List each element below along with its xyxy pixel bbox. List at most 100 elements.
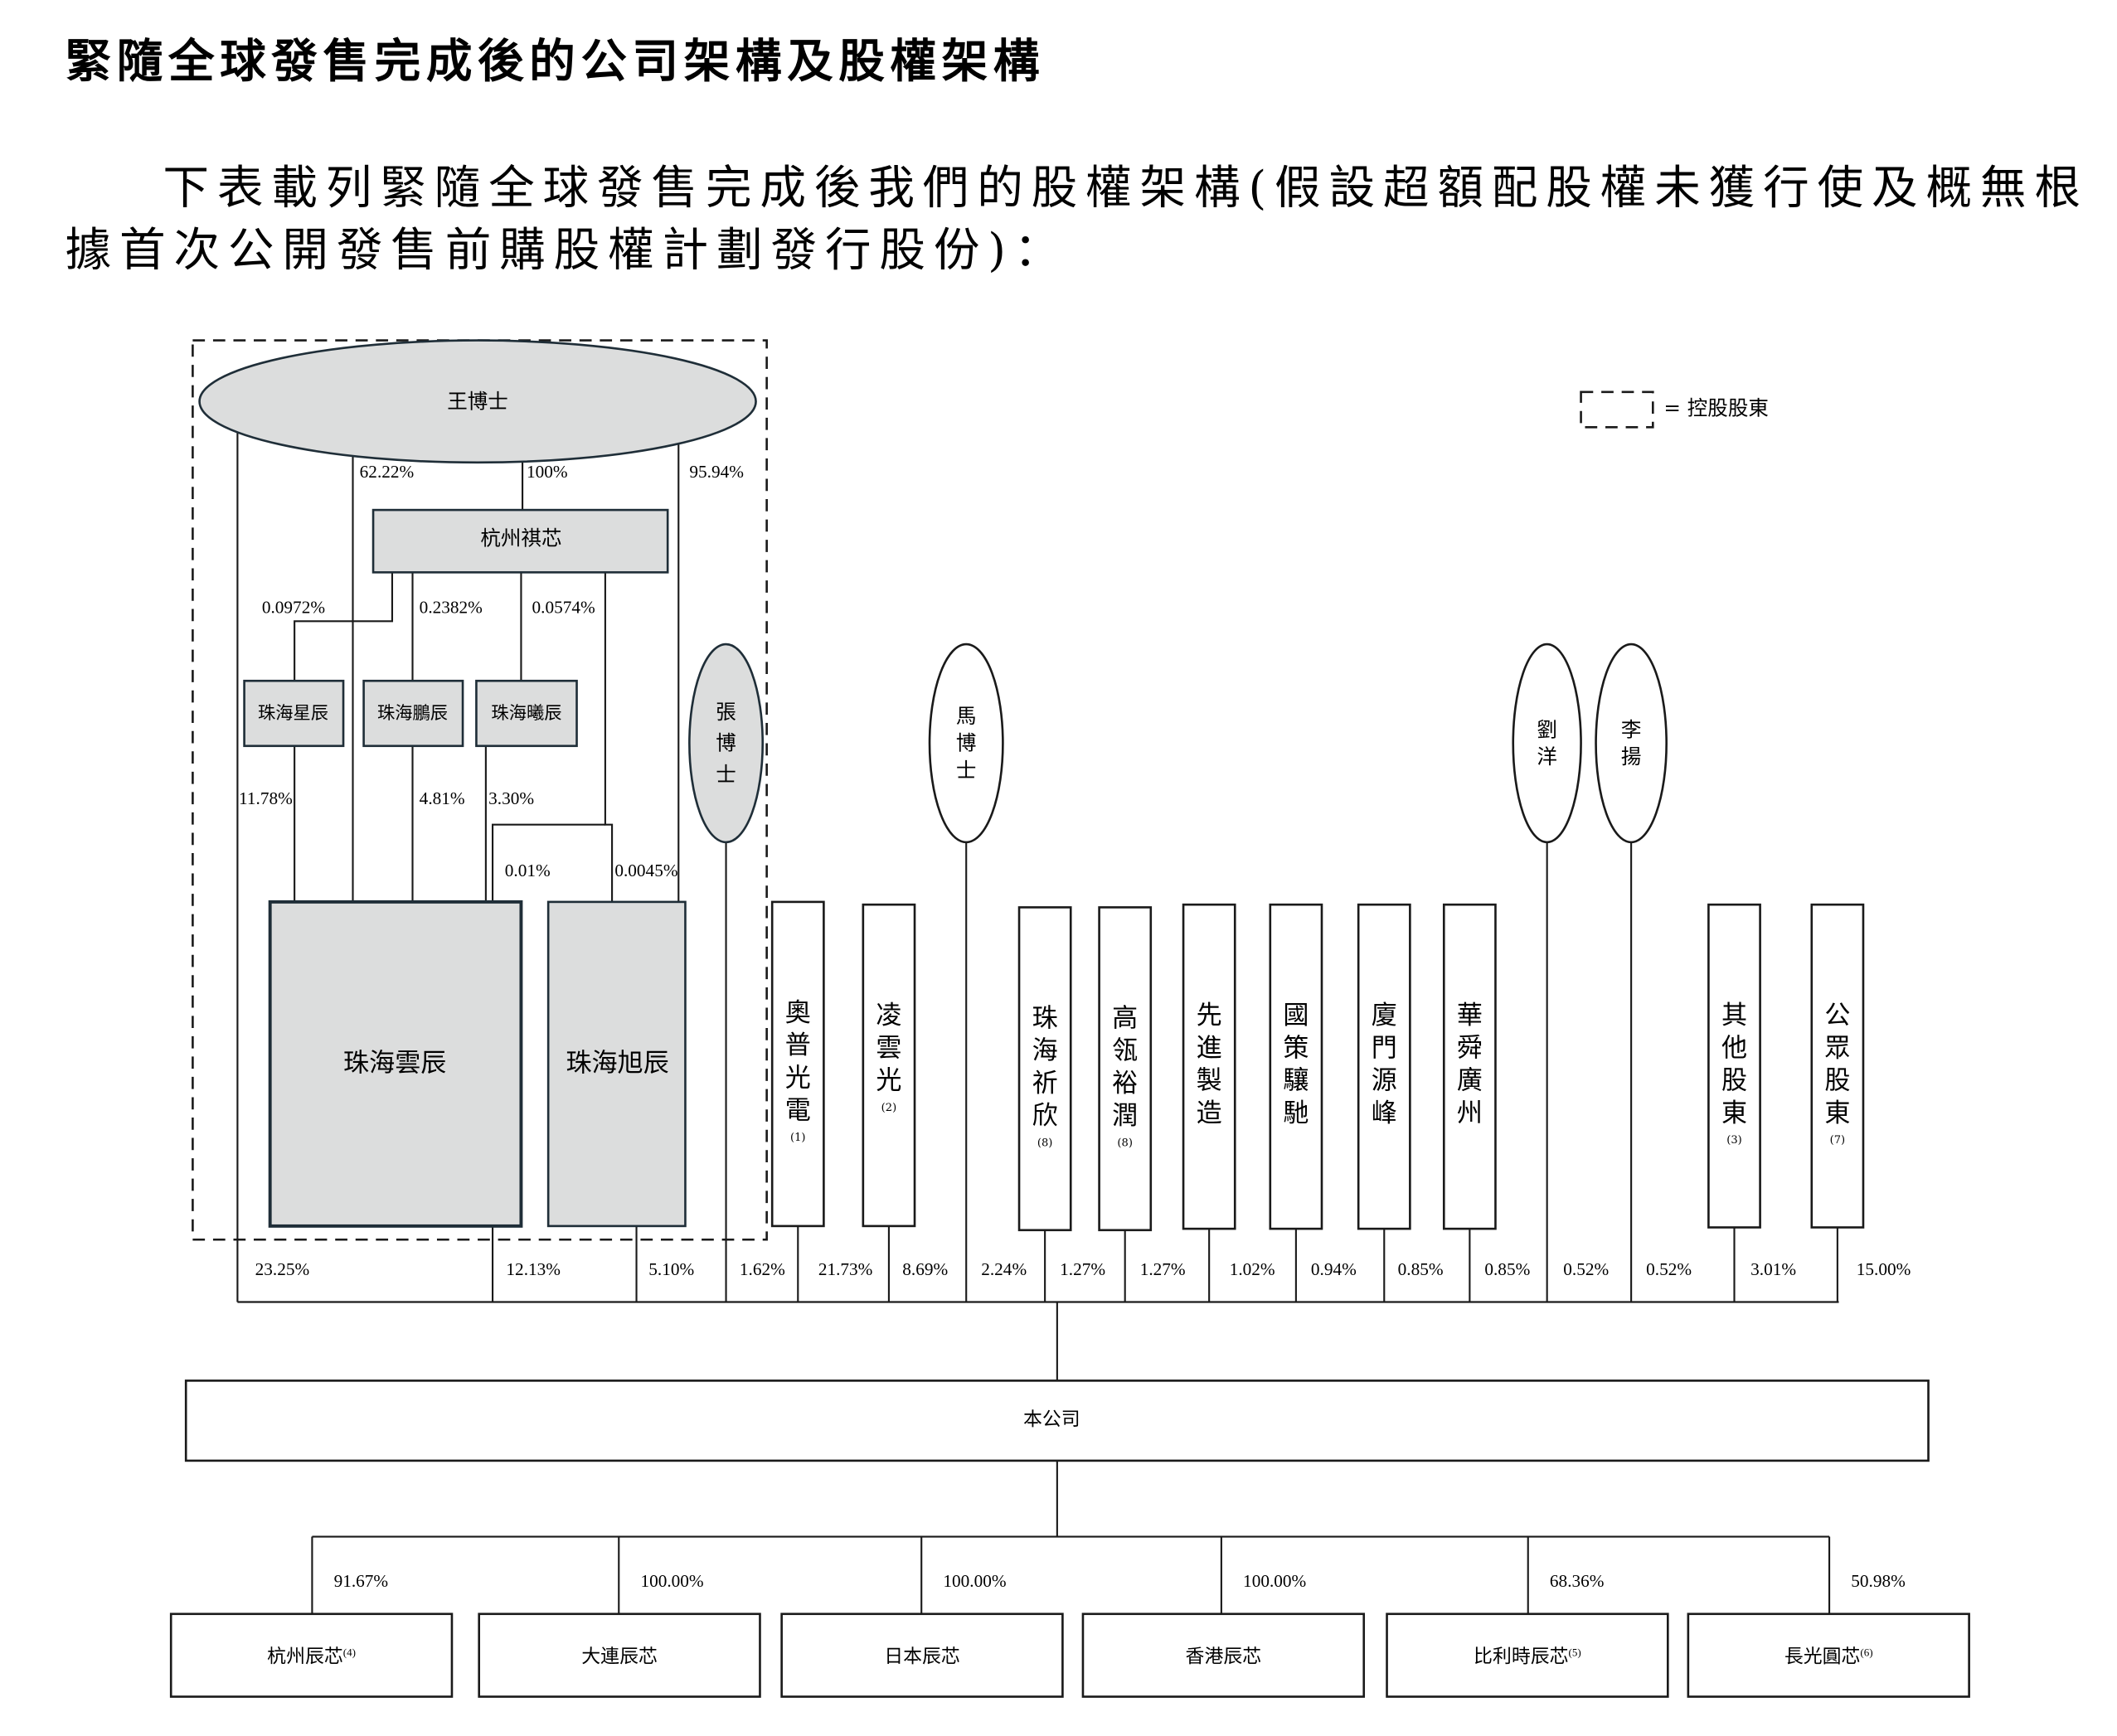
svg-text:士: 士 [716,762,736,786]
shareholder-name-char: 股 [1824,1066,1850,1096]
holding-pct-xianjin: 1.02% [1230,1259,1275,1279]
shareholder-name-char: 眾 [1824,1033,1850,1063]
holding-pct-aopu: 21.73% [818,1259,873,1279]
shareholder-name-char: 峰 [1372,1098,1397,1128]
shareholder-name-char: 他 [1721,1033,1747,1063]
entity-zhuhai-xingchen[interactable]: 珠海星辰 [243,679,345,748]
shareholder-name-char: 造 [1197,1098,1222,1128]
entity-zhuhai-yunchen[interactable]: 珠海雲辰 [268,900,523,1228]
shareholder-name-char: 馳 [1283,1098,1309,1128]
subsidiary-pct: 91.67% [334,1571,389,1591]
holding-pct-guoce: 0.94% [1311,1259,1357,1279]
subsidiary-pct: 100.00% [1243,1571,1306,1591]
shareholder-liu[interactable]: 劉洋 [1512,643,1582,844]
pct-qixin-to-pengchen: 0.2382% [420,597,483,617]
shareholder-name-char: 策 [1283,1033,1309,1063]
shareholder-name-char: 瓴 [1112,1036,1138,1066]
shareholder-name-char: 源 [1372,1066,1397,1096]
shareholder-name-char: 奧 [785,998,811,1028]
subsidiary-box[interactable]: 日本辰芯 [780,1612,1064,1698]
shareholder-name-char: 光 [785,1063,811,1093]
entity-hangzhou-qixin[interactable]: 杭州祺芯 [371,508,669,574]
shareholder-name-char: 舜 [1457,1033,1483,1063]
svg-text:博: 博 [716,731,736,755]
svg-text:珠海曦辰: 珠海曦辰 [491,703,561,723]
svg-text:張: 張 [716,700,736,724]
shareholder-name-char: 其 [1721,1001,1747,1030]
entity-zhuhai-pengchen[interactable]: 珠海鵬辰 [362,679,464,748]
shareholder-ma[interactable]: 馬博士 [928,643,1004,844]
shareholder-name-char: 博 [956,731,977,755]
shareholder-name-char: 洋 [1537,744,1557,769]
shareholder-dr-zhang[interactable]: 張 博 士 [688,643,765,844]
entity-company[interactable]: 本公司 [184,1380,1930,1462]
shareholder-name-char: 李 [1621,717,1642,741]
shareholder-name-char: 祈 [1032,1069,1058,1098]
holding-pct-ma: 2.24% [981,1259,1027,1279]
shareholder-name-char: 廈 [1372,1001,1397,1030]
shareholder-name-char: 光 [876,1066,901,1096]
legend-label: = 控股股東 [1663,396,1769,420]
shareholder-name-char: 東 [1824,1098,1850,1128]
other-shareholders: 奧普光電(1)凌雲光(2)珠海祈欣(8)高瓴裕潤(8)先進製造國策驤馳廈門源峰華… [770,643,1865,1302]
subsidiary-name: 長光圓芯(6) [1784,1646,1873,1666]
shareholder-name-char: 海 [1032,1036,1058,1066]
holding-pct-public: 15.00% [1857,1259,1911,1279]
holding-pct-liu: 0.52% [1563,1259,1609,1279]
shareholder-name-char: 電 [785,1096,811,1126]
holding-pct-wang: 23.25% [255,1259,310,1279]
svg-text:珠海星辰: 珠海星辰 [258,703,328,723]
shareholder-name-char: 雲 [876,1033,901,1063]
shareholder-name-char: 珠 [1032,1003,1058,1033]
footnote-marker: (8) [1037,1137,1053,1149]
shareholder-name-char: 東 [1721,1098,1747,1128]
entity-zhuhai-xichen[interactable]: 珠海曦辰 [475,679,578,748]
shareholder-name-char: 進 [1197,1033,1222,1063]
shareholder-name-char: 廣 [1457,1066,1483,1096]
company-label: 本公司 [1023,1409,1080,1429]
subsidiary-pct: 50.98% [1851,1571,1906,1591]
shareholder-lingyun[interactable]: 凌雲光(2) [862,903,916,1228]
holding-pct-xiamen: 0.85% [1398,1259,1444,1279]
footnote-marker: (1) [790,1132,806,1144]
shareholder-name-char: 門 [1372,1033,1397,1063]
shareholder-dr-wang[interactable]: 王博士 [198,339,757,464]
shareholder-name-char: 華 [1457,1001,1483,1030]
shareholder-name-char: 州 [1457,1098,1483,1128]
shareholder-name-char: 劉 [1537,717,1557,741]
subsidiary-name: 比利時辰芯(5) [1474,1646,1581,1666]
holding-pct-li: 0.52% [1646,1259,1692,1279]
subsidiary-box[interactable]: 長光圓芯(6) [1687,1612,1970,1698]
subsidiary-pct: 68.36% [1550,1571,1605,1591]
shareholder-name-char: 製 [1197,1066,1222,1096]
dr-wang-label: 王博士 [447,389,508,413]
shareholder-name-char: 先 [1197,1001,1222,1030]
subsidiary-box[interactable]: 杭州辰芯(4) [169,1612,454,1698]
footnote-marker: (3) [1726,1134,1742,1147]
pct-xingchen: 11.78% [239,788,293,808]
subsidiary-name: 香港辰芯 [1186,1646,1262,1667]
shareholder-name-char: 欣 [1032,1101,1058,1131]
subsidiary-box[interactable]: 香港辰芯 [1081,1612,1366,1698]
legend-dashed-box-icon [1580,390,1654,429]
subsidiary-pct: 100.00% [943,1571,1006,1591]
pct-wang-to-xuchen: 95.94% [689,462,744,482]
subsidiary-box[interactable]: 比利時辰芯(5) [1386,1612,1669,1698]
intro-paragraph-line-1: 下表載列緊隨全球發售完成後我們的股權架構(假設超額配股權未獲行使及概無根 [163,161,2088,215]
subsidiary-box[interactable]: 大連辰芯 [478,1612,761,1698]
entity-zhuhai-xuchen[interactable]: 珠海旭辰 [546,900,687,1228]
shareholder-li[interactable]: 李揚 [1595,643,1668,844]
subsidiary-name: 日本辰芯 [884,1646,960,1667]
shareholder-name-char: 股 [1721,1066,1747,1096]
shareholder-name-char: 公 [1824,1001,1850,1030]
